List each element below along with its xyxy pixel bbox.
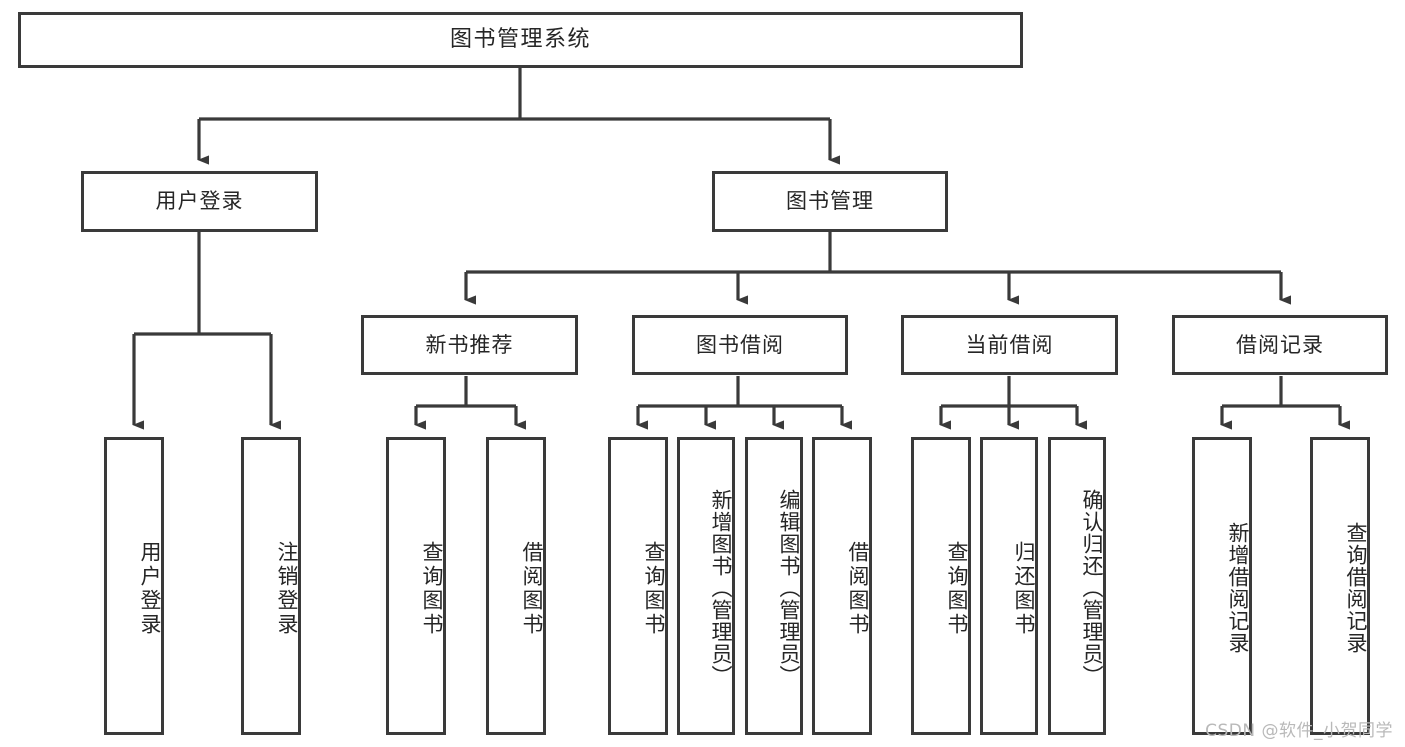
node-label: 注销登录 [275,541,299,637]
node-label: 查询图书 [945,541,969,637]
node-label: 图书管理系统 [449,27,591,53]
leaf-borrow-edit-book-admin[interactable]: 编辑图书（管理员） [745,437,803,735]
node-label: 归还图书 [1012,541,1036,637]
node-borrow-record[interactable]: 借阅记录 [1172,315,1388,375]
node-user-login[interactable]: 用户登录 [81,171,318,232]
node-label: 图书借阅 [696,332,784,357]
leaf-borrow-query-book[interactable]: 查询图书 [608,437,668,735]
leaf-current-query-book[interactable]: 查询图书 [911,437,971,735]
leaf-record-query-record[interactable]: 查询借阅记录 [1310,437,1370,735]
node-book-management[interactable]: 图书管理 [712,171,948,232]
node-label: 新增图书（管理员） [709,489,733,687]
leaf-borrow-add-book-admin[interactable]: 新增图书（管理员） [677,437,735,735]
leaf-recommend-query-book[interactable]: 查询图书 [386,437,446,735]
node-label: 用户登录 [138,541,162,637]
node-label: 查询借阅记录 [1344,522,1368,654]
node-label: 借阅图书 [520,541,544,637]
node-new-book-recommend[interactable]: 新书推荐 [361,315,578,375]
leaf-current-confirm-return-admin[interactable]: 确认归还（管理员） [1048,437,1106,735]
leaf-borrow-borrow-book[interactable]: 借阅图书 [812,437,872,735]
leaf-user-login-logout[interactable]: 注销登录 [241,437,301,735]
node-label: 图书管理 [786,189,874,214]
node-root-system[interactable]: 图书管理系统 [18,12,1023,68]
node-label: 编辑图书（管理员） [777,489,801,687]
node-current-borrow[interactable]: 当前借阅 [901,315,1118,375]
node-label: 用户登录 [155,189,244,214]
node-label: 新书推荐 [425,332,514,357]
node-label: 借阅图书 [846,541,870,637]
node-label: 查询图书 [420,541,444,637]
node-book-borrow[interactable]: 图书借阅 [632,315,848,375]
node-label: 新增借阅记录 [1226,522,1250,654]
leaf-record-add-record[interactable]: 新增借阅记录 [1192,437,1252,735]
node-label: 确认归还（管理员） [1080,489,1104,687]
node-label: 当前借阅 [965,332,1054,357]
node-label: 查询图书 [642,541,666,637]
leaf-current-return-book[interactable]: 归还图书 [980,437,1038,735]
watermark: CSDN @软件_小贺同学 [1205,721,1393,741]
node-label: 借阅记录 [1236,332,1324,357]
leaf-recommend-borrow-book[interactable]: 借阅图书 [486,437,546,735]
leaf-user-login-login[interactable]: 用户登录 [104,437,164,735]
